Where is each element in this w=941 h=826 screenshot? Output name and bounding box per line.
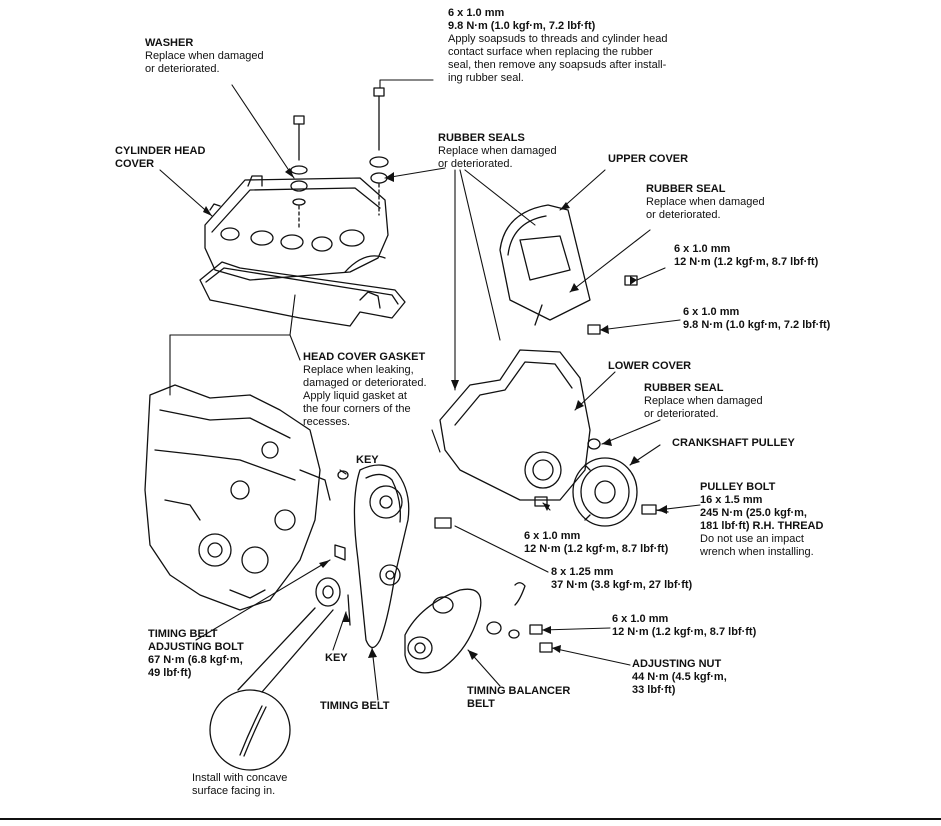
- rubber-seal-lower-label: RUBBER SEAL Replace when damaged or dete…: [644, 382, 763, 421]
- spec-line: 181 lbf·ft) R.H. THREAD: [700, 520, 824, 532]
- note-line: the four corners of the: [303, 403, 411, 415]
- spec-line: 9.8 N·m (1.0 kgf·m, 7.2 lbf·ft): [448, 20, 596, 32]
- note-line: or deteriorated.: [646, 209, 721, 221]
- note-line: contact surface when replacing the rubbe…: [448, 46, 653, 58]
- note-line: damaged or deteriorated.: [303, 377, 427, 389]
- tensioner-hardware-drawing: [315, 275, 638, 653]
- cover-bolts-drawing: [290, 87, 389, 231]
- label-title: CYLINDER HEAD: [115, 145, 206, 157]
- spec-line: 8 x 1.25 mm: [551, 566, 614, 578]
- spec-line: 12 N·m (1.2 kgf·m, 8.7 lbf·ft): [612, 626, 757, 638]
- key-lower-label: KEY: [325, 652, 348, 665]
- label-title: TIMING BELT: [148, 628, 218, 640]
- lower-cover-drawing: [439, 349, 591, 501]
- key-upper-label: KEY: [356, 454, 379, 467]
- crankshaft-pulley-drawing: [572, 438, 669, 527]
- rubber-seal-upper-label: RUBBER SEAL Replace when damaged or dete…: [646, 183, 765, 222]
- bottom-rule: [0, 818, 941, 820]
- note-line: wrench when installing.: [700, 546, 814, 558]
- label-title: COVER: [115, 158, 155, 170]
- label-title: LOWER COVER: [608, 360, 692, 372]
- label-title: TIMING BALANCER: [467, 685, 571, 697]
- upper-cover-label: UPPER COVER: [608, 153, 688, 166]
- note-line: Replace when damaged: [644, 395, 763, 407]
- label-title: HEAD COVER GASKET: [303, 351, 426, 363]
- label-title: CRANKSHAFT PULLEY: [672, 437, 795, 449]
- cylinder-head-cover-label: CYLINDER HEAD COVER: [115, 145, 205, 171]
- note-line: Install with concave: [192, 772, 288, 784]
- spec-line: 6 x 1.0 mm: [674, 243, 731, 255]
- note-line: Replace when damaged: [145, 50, 264, 62]
- pulley-bolt-label: PULLEY BOLT 16 x 1.5 mm 245 N·m (25.0 kg…: [700, 481, 823, 559]
- head-cover-gasket-drawing: [199, 261, 406, 327]
- label-title: ADJUSTING NUT: [632, 658, 722, 670]
- label-title: WASHER: [145, 37, 194, 49]
- crankshaft-pulley-label: CRANKSHAFT PULLEY: [672, 437, 795, 450]
- head-cover-gasket-label: HEAD COVER GASKET Replace when leaking, …: [303, 351, 427, 429]
- install-note-label: Install with concave surface facing in.: [192, 772, 287, 798]
- timing-belt-label: TIMING BELT: [320, 700, 389, 713]
- spec-line: 245 N·m (25.0 kgf·m,: [700, 507, 807, 519]
- engine-block-drawing: [144, 384, 331, 611]
- note-line: recesses.: [303, 416, 351, 428]
- timing-belt-drawing: [353, 464, 410, 649]
- note-line: Replace when damaged: [438, 145, 557, 157]
- spec-line: 33 lbf·ft): [632, 684, 676, 696]
- lower-cover-bolt-label: 6 x 1.0 mm 12 N·m (1.2 kgf·m, 8.7 lbf·ft…: [524, 530, 668, 556]
- label-title: ADJUSTING BOLT: [148, 641, 244, 653]
- spec-line: 9.8 N·m (1.0 kgf·m, 7.2 lbf·ft): [683, 319, 831, 331]
- tensioner-bolt-label: 6 x 1.0 mm 12 N·m (1.2 kgf·m, 8.7 lbf·ft…: [612, 613, 756, 639]
- label-title: BELT: [467, 698, 495, 710]
- note-line: seal, then remove any soapsuds after ins…: [448, 59, 667, 71]
- spec-line: 49 lbf·ft): [148, 667, 192, 679]
- label-title: UPPER COVER: [608, 153, 689, 165]
- note-line: Apply soapsuds to threads and cylinder h…: [448, 33, 668, 45]
- label-title: RUBBER SEALS: [438, 132, 525, 144]
- upper-bolt-1-label: 6 x 1.0 mm 12 N·m (1.2 kgf·m, 8.7 lbf·ft…: [674, 243, 818, 269]
- spec-line: 6 x 1.0 mm: [612, 613, 669, 625]
- lower-cover-label: LOWER COVER: [608, 360, 691, 373]
- note-line: or deteriorated.: [145, 63, 220, 75]
- spec-line: 6 x 1.0 mm: [448, 7, 505, 19]
- top-bolt-label: 6 x 1.0 mm 9.8 N·m (1.0 kgf·m, 7.2 lbf·f…: [448, 7, 668, 85]
- spec-line: 67 N·m (6.8 kgf·m,: [148, 654, 243, 666]
- note-line: or deteriorated.: [644, 408, 719, 420]
- timing-balancer-belt-label: TIMING BALANCER BELT: [467, 685, 570, 711]
- spec-line: 44 N·m (4.5 kgf·m,: [632, 671, 727, 683]
- upper-cover-drawing: [499, 204, 591, 326]
- note-line: or deteriorated.: [438, 158, 513, 170]
- inset-detail-drawing: [209, 607, 334, 771]
- note-line: Apply liquid gasket at: [303, 390, 407, 402]
- spec-line: 37 N·m (3.8 kgf·m, 27 lbf·ft): [551, 579, 693, 591]
- spec-line: 6 x 1.0 mm: [683, 306, 740, 318]
- label-title: KEY: [356, 454, 379, 466]
- bolt-8mm-label: 8 x 1.25 mm 37 N·m (3.8 kgf·m, 27 lbf·ft…: [551, 566, 692, 592]
- spec-line: 16 x 1.5 mm: [700, 494, 763, 506]
- label-title: RUBBER SEAL: [644, 382, 724, 394]
- rubber-seals-label: RUBBER SEALS Replace when damaged or det…: [438, 132, 557, 171]
- leader-lines: [159, 79, 701, 701]
- note-line: ing rubber seal.: [448, 72, 524, 84]
- timing-belt-adjusting-bolt-label: TIMING BELT ADJUSTING BOLT 67 N·m (6.8 k…: [148, 628, 244, 680]
- timing-balancer-belt-drawing: [404, 588, 482, 674]
- note-line: Replace when damaged: [646, 196, 765, 208]
- label-title: PULLEY BOLT: [700, 481, 776, 493]
- label-title: KEY: [325, 652, 348, 664]
- note-line: Replace when leaking,: [303, 364, 414, 376]
- label-title: TIMING BELT: [320, 700, 390, 712]
- cylinder-head-cover-drawing: [204, 175, 389, 281]
- spec-line: 12 N·m (1.2 kgf·m, 8.7 lbf·ft): [524, 543, 669, 555]
- upper-bolt-2-label: 6 x 1.0 mm 9.8 N·m (1.0 kgf·m, 7.2 lbf·f…: [683, 306, 830, 332]
- arrowheads: [203, 168, 667, 660]
- spec-line: 6 x 1.0 mm: [524, 530, 581, 542]
- washer-label: WASHER Replace when damaged or deteriora…: [145, 37, 264, 76]
- spec-line: 12 N·m (1.2 kgf·m, 8.7 lbf·ft): [674, 256, 819, 268]
- note-line: Do not use an impact: [700, 533, 804, 545]
- adjusting-nut-label: ADJUSTING NUT 44 N·m (4.5 kgf·m, 33 lbf·…: [632, 658, 727, 697]
- label-title: RUBBER SEAL: [646, 183, 726, 195]
- note-line: surface facing in.: [192, 785, 276, 797]
